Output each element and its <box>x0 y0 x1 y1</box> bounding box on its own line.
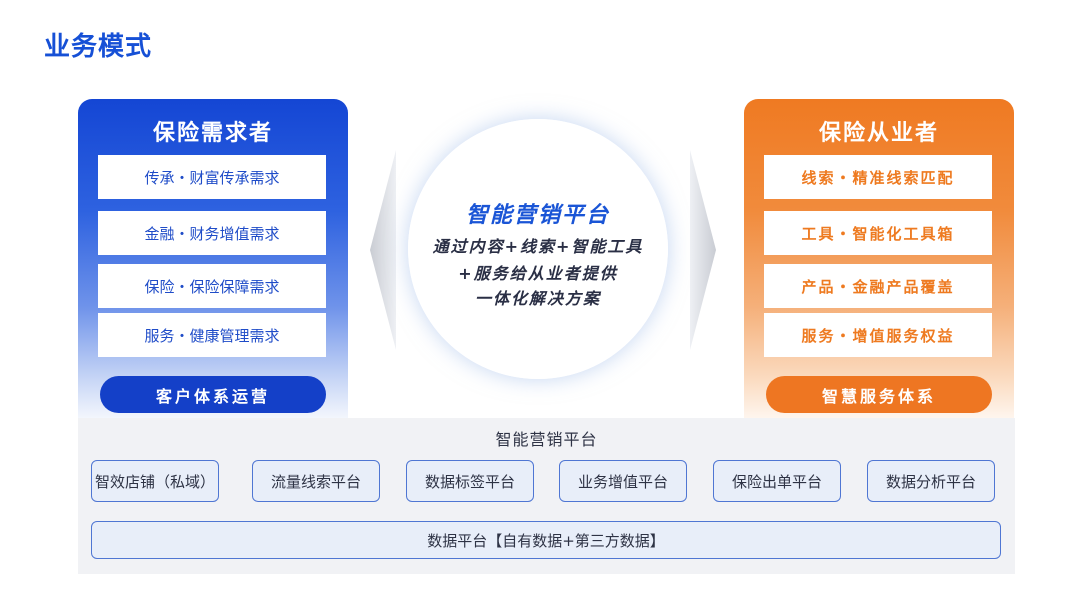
practitioner-item: 线索・精准线索匹配 <box>764 155 992 199</box>
platform-module: 业务增值平台 <box>559 460 687 502</box>
arrow-right-icon <box>690 150 716 350</box>
platform-module: 智效店铺（私域） <box>91 460 219 502</box>
platform-module: 数据标签平台 <box>406 460 534 502</box>
platform-module: 保险出单平台 <box>713 460 841 502</box>
marketing-platform-section: 智能营销平台 智效店铺（私域） 流量线索平台 数据标签平台 业务增值平台 保险出… <box>78 418 1015 574</box>
panel-title: 保险需求者 <box>152 121 273 146</box>
insurance-demander-panel: 保险需求者 传承・财富传承需求 金融・财务增值需求 保险・保险保障需求 服务・健… <box>78 99 348 419</box>
demand-item: 服务・健康管理需求 <box>98 313 326 357</box>
circle-description-line: +服务给从业者提供 <box>458 264 618 283</box>
panel-title: 保险从业者 <box>818 121 939 146</box>
circle-title: 智能营销平台 <box>465 203 610 228</box>
demand-item: 传承・财富传承需求 <box>98 155 326 199</box>
platform-module: 流量线索平台 <box>252 460 380 502</box>
practitioner-item: 工具・智能化工具箱 <box>764 211 992 255</box>
page-title: 业务模式 <box>44 32 153 62</box>
platform-module: 数据分析平台 <box>867 460 995 502</box>
practitioner-item: 产品・金融产品覆盖 <box>764 264 992 308</box>
smart-service-pill: 智慧服务体系 <box>766 376 992 413</box>
practitioner-item: 服务・增值服务权益 <box>764 313 992 357</box>
circle-description-line: 通过内容+线索+智能工具 <box>432 237 644 256</box>
demand-item: 金融・财务增值需求 <box>98 211 326 255</box>
arrow-left-icon <box>370 150 396 350</box>
data-platform-bar: 数据平台【自有数据+第三方数据】 <box>91 521 1001 559</box>
center-platform-circle: 智能营销平台 通过内容+线索+智能工具 +服务给从业者提供 一体化解决方案 <box>408 119 668 379</box>
platform-title: 智能营销平台 <box>495 430 598 449</box>
circle-description-line: 一体化解决方案 <box>474 289 601 308</box>
insurance-practitioner-panel: 保险从业者 线索・精准线索匹配 工具・智能化工具箱 产品・金融产品覆盖 服务・增… <box>744 99 1014 419</box>
customer-system-pill: 客户体系运营 <box>100 376 326 413</box>
demand-item: 保险・保险保障需求 <box>98 264 326 308</box>
